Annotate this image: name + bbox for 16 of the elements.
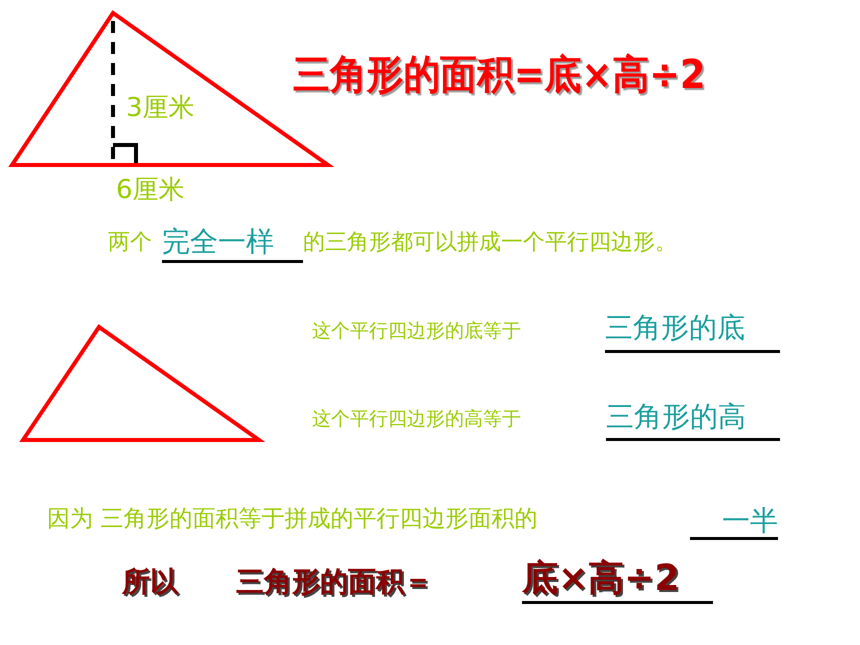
conclusion-text: 所以 — [122, 566, 178, 598]
answer-blank: 底×高÷2 — [522, 558, 713, 604]
sentence-text: 这个平行四边形的高等于 — [312, 409, 521, 431]
answer-blank: 三角形的高 — [606, 401, 780, 442]
sentence-text: 因为 三角形的面积等于拼成的平行四边形面积的 — [47, 506, 538, 532]
answer-blank: 三角形的底 — [605, 312, 780, 354]
answer-blank: 一半 — [690, 505, 778, 540]
sentence-text: 两个 — [108, 230, 152, 256]
measure-label: 6厘米 — [116, 176, 185, 206]
conclusion-text: 三角形的面积＝ — [236, 566, 432, 598]
sentence-text: 这个平行四边形的底等于 — [312, 321, 521, 343]
triangle — [19, 324, 266, 442]
measure-label: 3厘米 — [126, 94, 195, 124]
formula-heading: 三角形的面积=底×高÷2 — [293, 52, 706, 98]
answer-blank: 完全一样 — [162, 226, 303, 264]
sentence-text: 的三角形都可以拼成一个平行四边形。 — [303, 230, 677, 256]
